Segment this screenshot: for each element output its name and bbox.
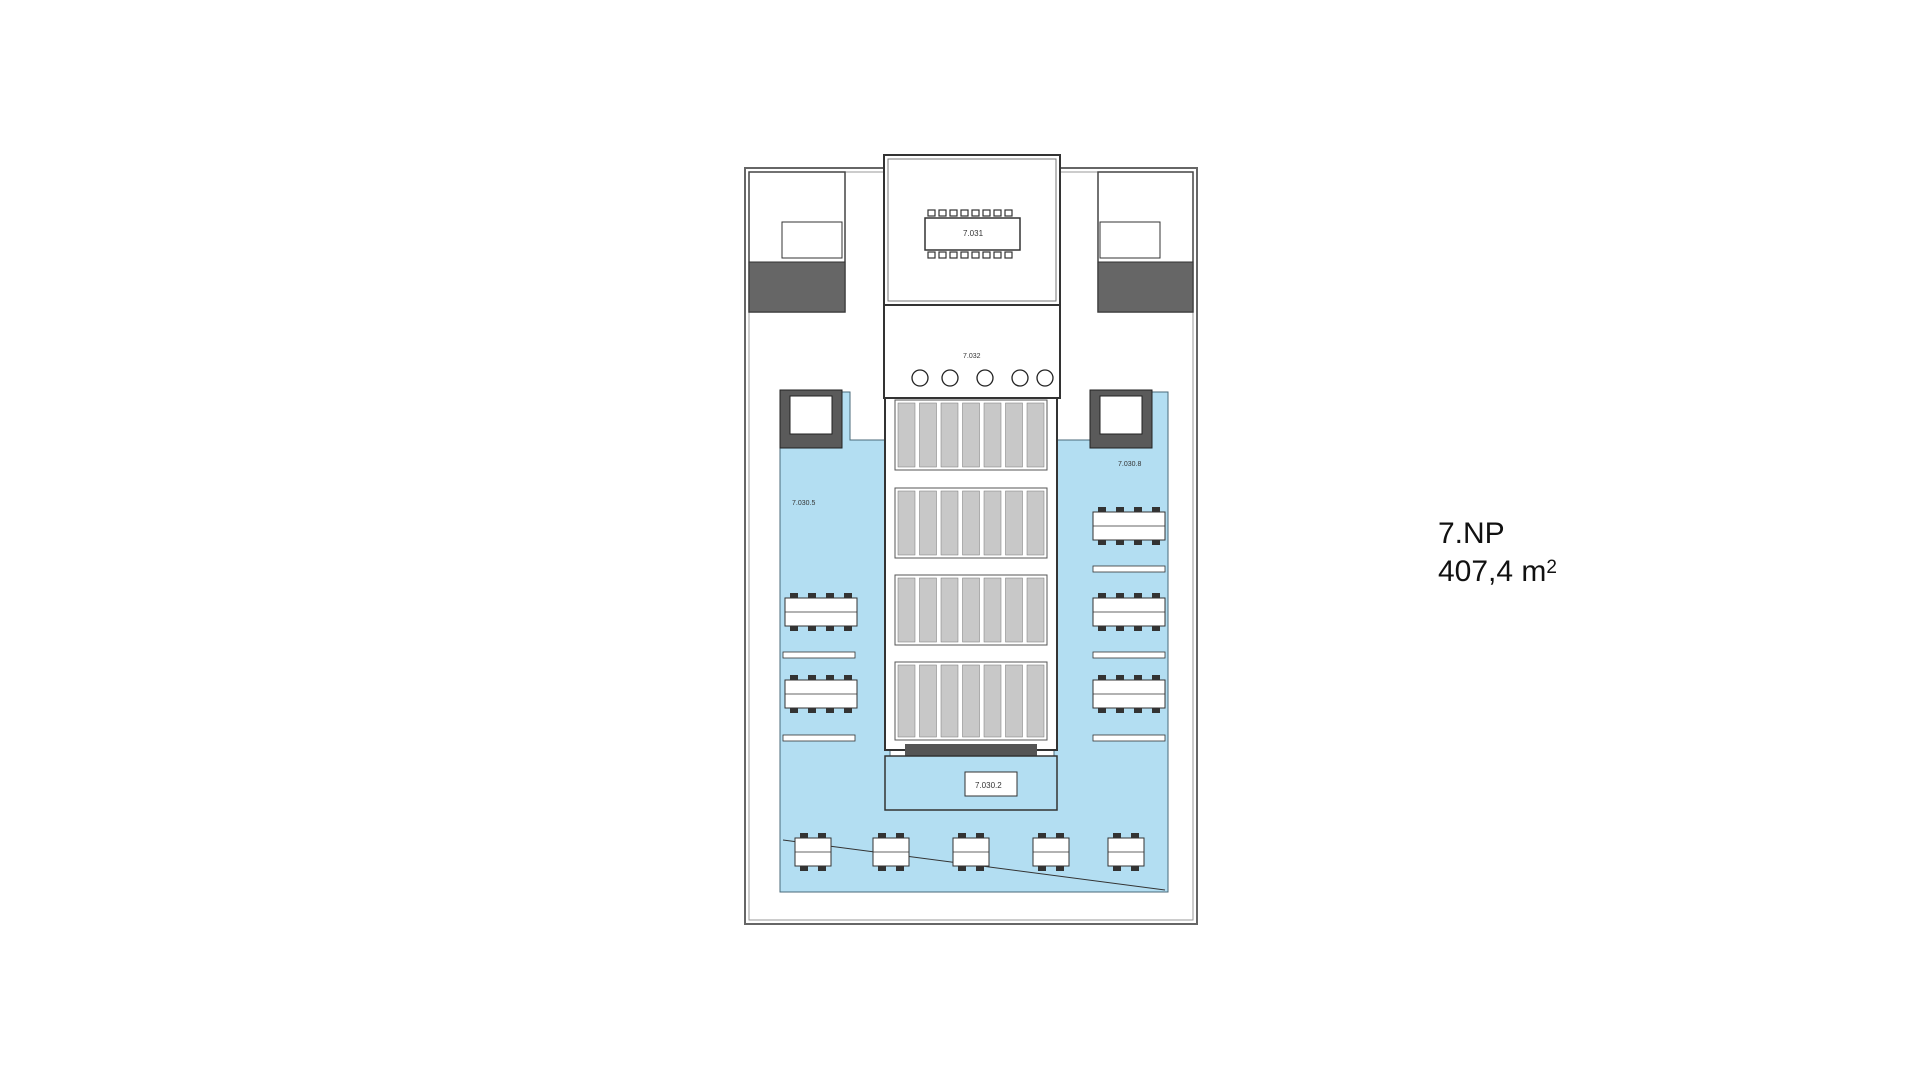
seat-row — [1005, 490, 1023, 556]
seat-row — [919, 577, 937, 643]
chair-icon — [960, 251, 969, 259]
room-label-conference: 7.031 — [963, 229, 984, 238]
west-stair — [781, 221, 843, 259]
shelf — [782, 651, 856, 659]
desk-cluster-icon — [1092, 675, 1166, 713]
shelf — [1092, 734, 1166, 742]
auditorium-seating — [894, 399, 1048, 741]
seat-row — [940, 577, 959, 643]
armchair-icon — [941, 369, 959, 387]
armchair-icon — [1036, 369, 1054, 387]
armchair-icon — [1011, 369, 1029, 387]
floor-name: 7.NP — [1438, 517, 1505, 550]
chair-icon — [949, 251, 958, 259]
chair-icon — [982, 251, 991, 259]
room-label-west-zone: 7.030.5 — [792, 500, 815, 507]
shelf — [1092, 565, 1166, 573]
chair-icon — [971, 251, 980, 259]
floor-area: 407,4 m2 — [1438, 553, 1557, 591]
room-label-east-zone: 7.030.8 — [1118, 461, 1141, 468]
seat-row — [897, 490, 916, 556]
lobby-area — [883, 304, 1061, 399]
chair-icon — [982, 209, 991, 217]
floor-area-exponent: 2 — [1546, 557, 1557, 578]
chair-icon — [971, 209, 980, 217]
west-core-dark — [748, 261, 846, 313]
chair-icon — [949, 209, 958, 217]
east-stair — [1099, 221, 1161, 259]
room-label-south-meeting: 7.030.2 — [975, 781, 1002, 790]
desk-groups — [782, 369, 1166, 871]
seat-row — [983, 577, 1002, 643]
seat-row — [919, 402, 937, 468]
seat-row — [1026, 490, 1045, 556]
seat-row — [962, 577, 980, 643]
chair-icon — [1004, 251, 1013, 259]
floor-label: 7.NP 407,4 m2 — [1438, 515, 1557, 591]
seat-row — [940, 402, 959, 468]
seat-row — [897, 577, 916, 643]
chair-icon — [1004, 209, 1013, 217]
seat-row — [983, 402, 1002, 468]
chair-icon — [993, 251, 1002, 259]
seat-row — [919, 664, 937, 738]
chair-icon — [927, 209, 936, 217]
seat-row — [983, 490, 1002, 556]
desk-cluster-icon — [1107, 833, 1145, 871]
chair-icon — [993, 209, 1002, 217]
seat-row — [1026, 664, 1045, 738]
seat-row — [919, 490, 937, 556]
seat-row — [897, 402, 916, 468]
desk-cluster-icon — [794, 833, 832, 871]
seat-row — [962, 664, 980, 738]
chair-icon — [927, 251, 936, 259]
seat-row — [962, 490, 980, 556]
desk-cluster-icon — [784, 675, 858, 713]
desk-cluster-icon — [1092, 507, 1166, 545]
east-core-dark — [1097, 261, 1194, 313]
desk-cluster-icon — [1092, 593, 1166, 631]
seat-row — [940, 664, 959, 738]
seat-row — [1005, 402, 1023, 468]
south-meeting-zone — [884, 755, 1058, 811]
desk-cluster-icon — [784, 593, 858, 631]
chair-icon — [960, 209, 969, 217]
desk-cluster-icon — [1032, 833, 1070, 871]
seat-row — [1026, 402, 1045, 468]
seat-row — [1005, 664, 1023, 738]
desk-cluster-icon — [952, 833, 990, 871]
seat-row — [1005, 577, 1023, 643]
armchair-icon — [911, 369, 929, 387]
room-label-lobby: 7.032 — [963, 353, 981, 360]
seat-row — [1026, 577, 1045, 643]
chair-icon — [938, 251, 947, 259]
desk-cluster-icon — [872, 833, 910, 871]
seat-row — [983, 664, 1002, 738]
south-meeting-table — [964, 771, 1018, 797]
conference-table — [924, 217, 1021, 251]
chair-icon — [938, 209, 947, 217]
armchair-icon — [976, 369, 994, 387]
floor-area-value: 407,4 m — [1438, 555, 1547, 588]
shelf — [1092, 651, 1166, 659]
shelf — [782, 734, 856, 742]
seat-row — [940, 490, 959, 556]
seat-row — [897, 664, 916, 738]
stage — [905, 744, 1037, 756]
conference-chairs — [927, 209, 1013, 259]
seat-row — [962, 402, 980, 468]
